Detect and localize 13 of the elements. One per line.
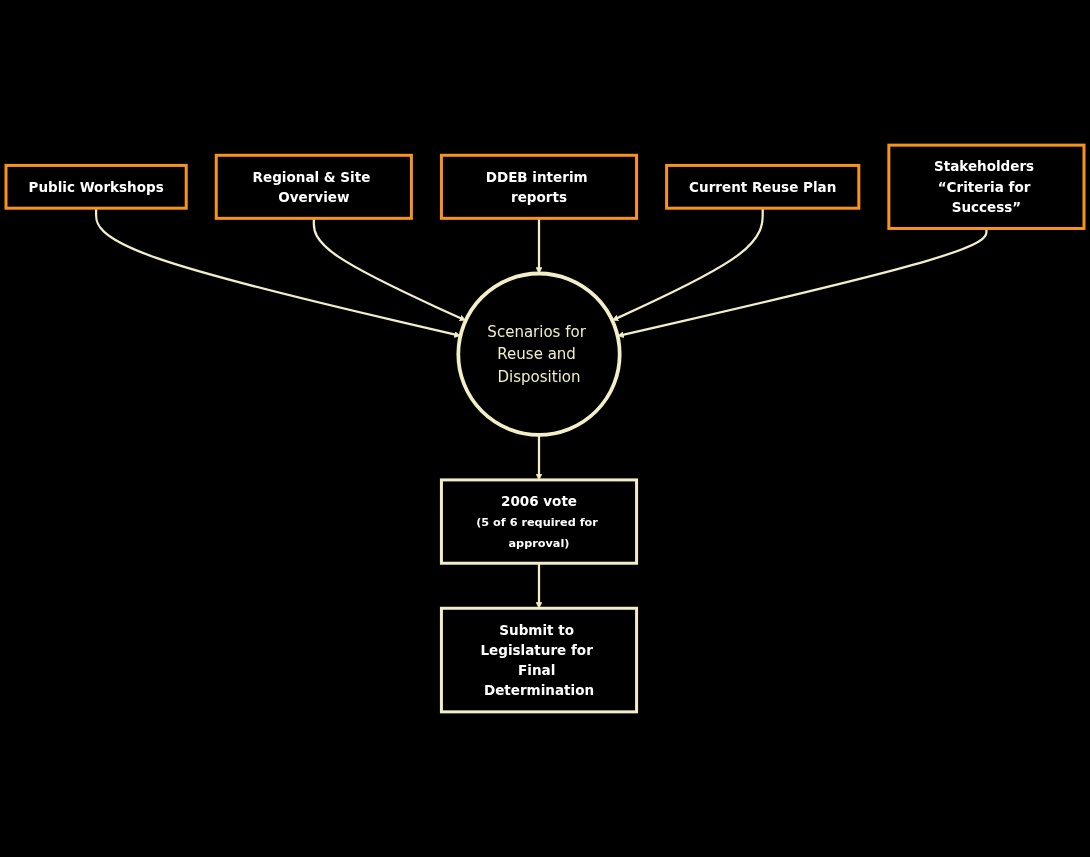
arrow: [312, 218, 466, 322]
node-box: Regional & Site Overview: [214, 153, 413, 220]
arrow: [611, 208, 764, 321]
node-box: Public Workshops: [4, 163, 188, 210]
node-box: Stakeholders “Criteria for Success”: [887, 143, 1086, 230]
arrow: [535, 563, 543, 609]
arrow: [617, 228, 988, 338]
node-box: Current Reuse Plan: [665, 163, 861, 210]
node-box: DDEB interim reports: [439, 153, 639, 220]
arrow: [535, 218, 543, 274]
node-box: 2006 vote (5 of 6 required for approval): [439, 478, 639, 565]
node-circle: Scenarios for Reuse and Disposition: [456, 271, 622, 437]
node-box: Submit to Legislature for Final Determination: [439, 606, 639, 714]
